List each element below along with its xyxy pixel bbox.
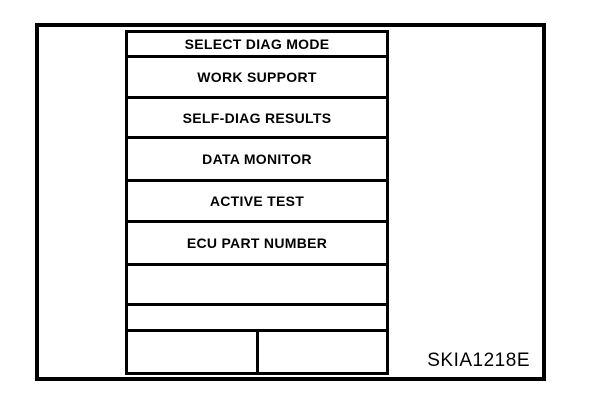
menu-item-active-test[interactable]: ACTIVE TEST <box>128 182 386 223</box>
menu-item-ecu-part-number[interactable]: ECU PART NUMBER <box>128 223 386 266</box>
footer-cell-right[interactable] <box>259 332 387 372</box>
menu-empty-row-thin <box>128 306 386 332</box>
menu-item-label: ECU PART NUMBER <box>186 235 328 251</box>
menu-item-work-support[interactable]: WORK SUPPORT <box>128 58 386 99</box>
menu-item-label: DATA MONITOR <box>202 151 312 167</box>
menu-header: SELECT DIAG MODE <box>128 33 386 58</box>
diag-mode-menu: SELECT DIAG MODE WORK SUPPORT SELF-DIAG … <box>125 30 389 375</box>
menu-item-label: ACTIVE TEST <box>209 193 305 209</box>
footer-cell-left[interactable] <box>128 332 259 372</box>
figure-code: SKIA1218E <box>427 350 530 371</box>
menu-item-label: SELF-DIAG RESULTS <box>182 109 332 126</box>
menu-empty-row <box>128 266 386 306</box>
menu-title: SELECT DIAG MODE <box>184 36 330 52</box>
menu-footer-row <box>128 332 386 372</box>
menu-item-label: WORK SUPPORT <box>197 69 317 85</box>
menu-item-data-monitor[interactable]: DATA MONITOR <box>128 139 386 182</box>
menu-item-self-diag-results[interactable]: SELF-DIAG RESULTS <box>128 99 386 139</box>
